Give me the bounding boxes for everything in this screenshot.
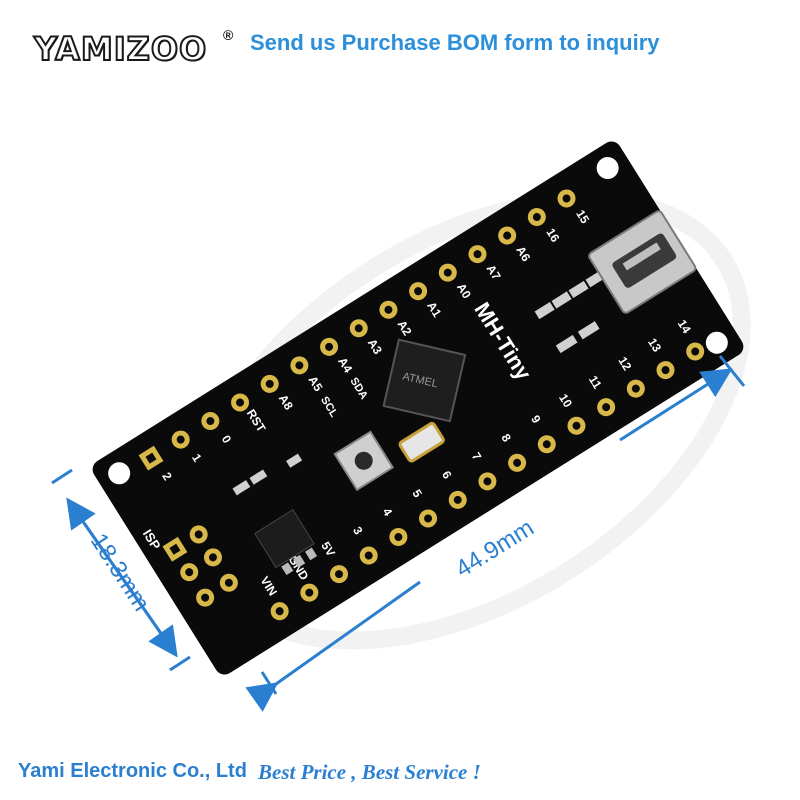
pin-hole [364, 551, 373, 560]
pin-hole [661, 366, 670, 375]
pin-hole [572, 421, 581, 430]
pin-label: 5V [318, 539, 338, 559]
pin-hole [483, 477, 492, 486]
pin-hole [384, 305, 393, 314]
pin-hole [325, 342, 334, 351]
pin-hole [305, 588, 314, 597]
crystal-oscillator [398, 421, 445, 463]
pin-hole [503, 231, 512, 240]
smd-components [232, 270, 606, 496]
mounting-hole [596, 157, 619, 180]
pin-hole [335, 570, 344, 579]
company-name: Yami Electronic Co., Ltd [18, 760, 247, 782]
pin-hole [206, 417, 215, 426]
pin-hole [295, 361, 304, 370]
micro-usb-port [588, 210, 697, 314]
registered-mark: ® [223, 27, 234, 43]
pin-hole [691, 347, 700, 356]
pin-hole [532, 212, 541, 221]
pin-hole [453, 495, 462, 504]
pin-hole [236, 398, 245, 407]
pin-hole [424, 514, 433, 523]
pin-hole [394, 532, 403, 541]
pin-hole [275, 607, 284, 616]
mounting-hole [108, 462, 131, 485]
pin-hole [562, 194, 571, 203]
header-tagline: Send us Purchase BOM form to inquiry [250, 30, 660, 55]
pin-hole [265, 379, 274, 388]
mounting-hole [705, 331, 728, 354]
microcontroller-chip: ATMEL [382, 338, 467, 423]
pin-hole [473, 250, 482, 259]
voltage-regulator [254, 509, 318, 576]
pin-hole [414, 287, 423, 296]
pin-hole [513, 458, 522, 467]
pin-hole [354, 324, 363, 333]
pin-hole [176, 435, 185, 444]
reset-button [333, 430, 395, 492]
pin-hole [443, 268, 452, 277]
pin-hole [631, 384, 640, 393]
pin-hole [602, 403, 611, 412]
slogan: Best Price , Best Service ! [258, 760, 481, 784]
pin-hole [542, 440, 551, 449]
brand-logo: YAMIZOO [33, 29, 208, 69]
